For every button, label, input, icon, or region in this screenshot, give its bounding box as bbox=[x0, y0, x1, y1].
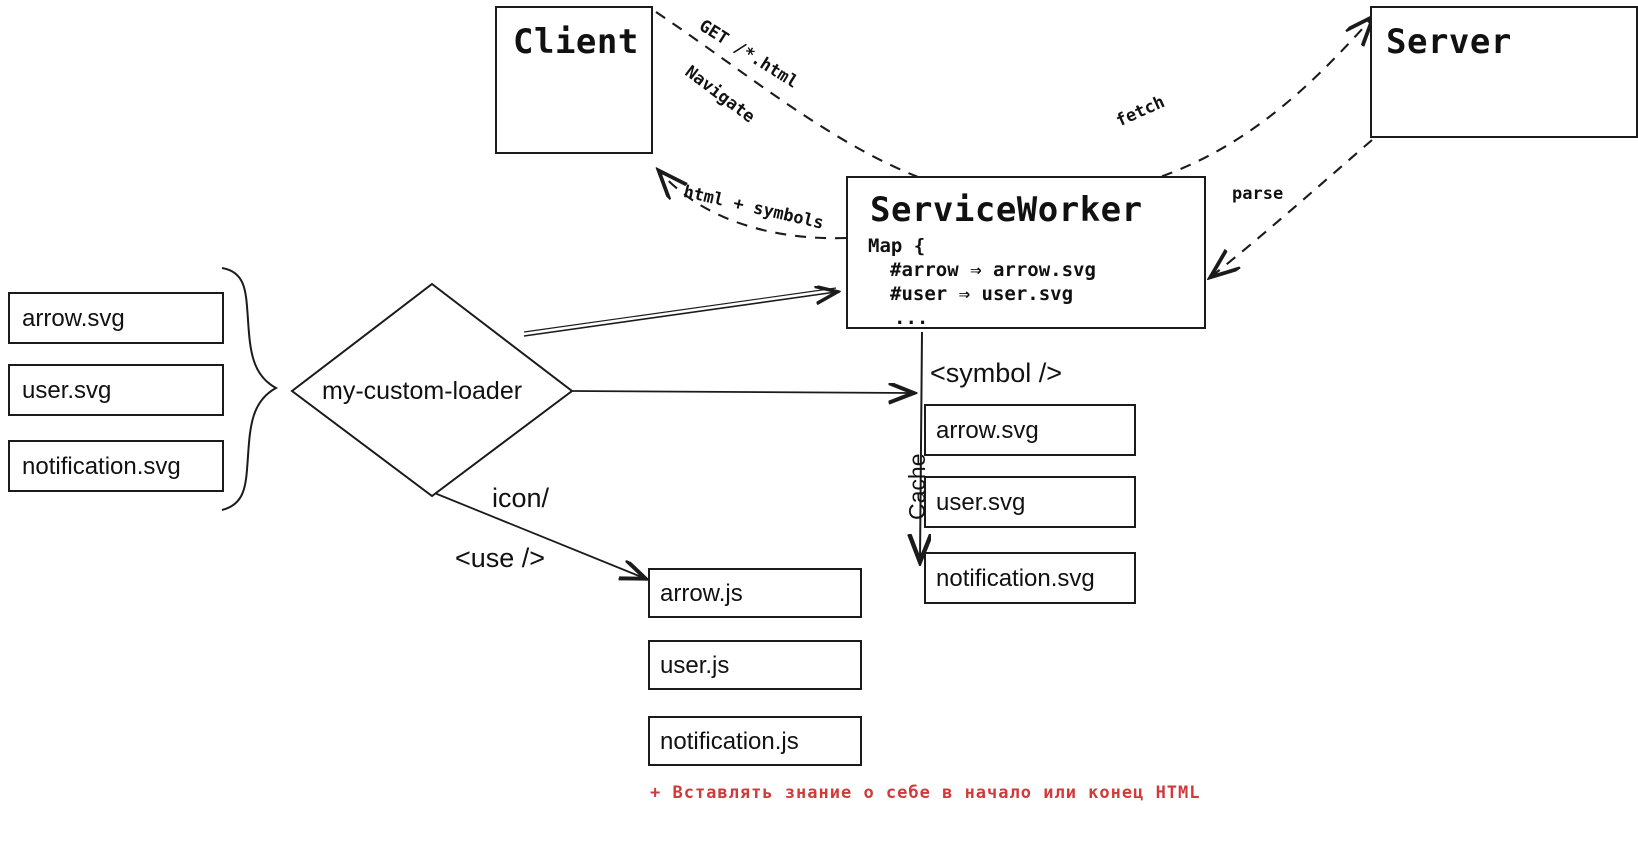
edge-loader-to-sw bbox=[523, 292, 836, 337]
node-server[interactable]: Server bbox=[1370, 6, 1638, 138]
node-service-worker-label: ServiceWorker bbox=[870, 190, 1143, 230]
edge-sw-to-cache bbox=[920, 331, 922, 560]
cached-symbol-box-2[interactable]: notification.svg bbox=[924, 552, 1136, 604]
node-loader-label: my-custom-loader bbox=[322, 377, 523, 405]
generated-js-box-0[interactable]: arrow.js bbox=[648, 568, 862, 618]
node-client-label: Client bbox=[513, 22, 639, 62]
map-open: Map { bbox=[868, 235, 926, 257]
source-svg-box-0[interactable]: arrow.svg bbox=[8, 292, 224, 344]
node-client[interactable]: Client bbox=[495, 6, 653, 154]
source-svg-label: user.svg bbox=[22, 377, 112, 404]
source-svg-box-2[interactable]: notification.svg bbox=[8, 440, 224, 492]
source-svg-label: arrow.svg bbox=[22, 305, 125, 332]
edge-label-symbol-tag: <symbol /> bbox=[930, 358, 1063, 388]
edge-label-navigate: Navigate bbox=[680, 62, 759, 128]
node-loader-diamond[interactable] bbox=[290, 282, 574, 498]
source-svg-label: notification.svg bbox=[22, 453, 181, 480]
brace-source-svgs bbox=[221, 267, 279, 511]
edge-label-fetch: fetch bbox=[1113, 92, 1168, 132]
node-server-label: Server bbox=[1386, 22, 1512, 62]
generated-js-label: user.js bbox=[660, 652, 730, 679]
edge-label-parse: parse bbox=[1232, 184, 1284, 204]
edge-loader-to-sw-shadow bbox=[523, 287, 837, 333]
generated-js-label: notification.js bbox=[660, 728, 799, 755]
edge-label-icon-dir: icon/ bbox=[492, 483, 550, 513]
source-svg-box-1[interactable]: user.svg bbox=[8, 364, 224, 416]
node-service-worker[interactable]: ServiceWorker Map { #arrow ⇒ arrow.svg #… bbox=[846, 176, 1206, 329]
note-insert-self-knowledge: + Вставлять знание о себе в начало или к… bbox=[650, 783, 1201, 803]
cached-symbol-label: notification.svg bbox=[936, 565, 1095, 592]
edge-label-html-symbols: html + symbols bbox=[681, 182, 826, 234]
generated-js-box-2[interactable]: notification.js bbox=[648, 716, 862, 766]
cached-symbol-label: arrow.svg bbox=[936, 417, 1039, 444]
edge-server-to-sw bbox=[1212, 139, 1373, 276]
map-entry-arrow: #arrow ⇒ arrow.svg bbox=[890, 259, 1096, 281]
map-entry-user: #user ⇒ user.svg bbox=[890, 283, 1074, 305]
edge-loader-to-symbols bbox=[571, 391, 912, 393]
cached-symbol-label: user.svg bbox=[936, 489, 1026, 516]
generated-js-label: arrow.js bbox=[660, 580, 743, 607]
cached-symbol-box-0[interactable]: arrow.svg bbox=[924, 404, 1136, 456]
map-ellipsis: ... bbox=[894, 307, 929, 329]
service-worker-map: Map { #arrow ⇒ arrow.svg #user ⇒ user.sv… bbox=[868, 234, 1096, 330]
generated-js-box-1[interactable]: user.js bbox=[648, 640, 862, 690]
edge-label-use-tag: <use /> bbox=[455, 543, 546, 573]
edge-label-cache: Cache bbox=[904, 453, 930, 520]
edge-client-to-server bbox=[655, 11, 1372, 202]
cached-symbol-box-1[interactable]: user.svg bbox=[924, 476, 1136, 528]
